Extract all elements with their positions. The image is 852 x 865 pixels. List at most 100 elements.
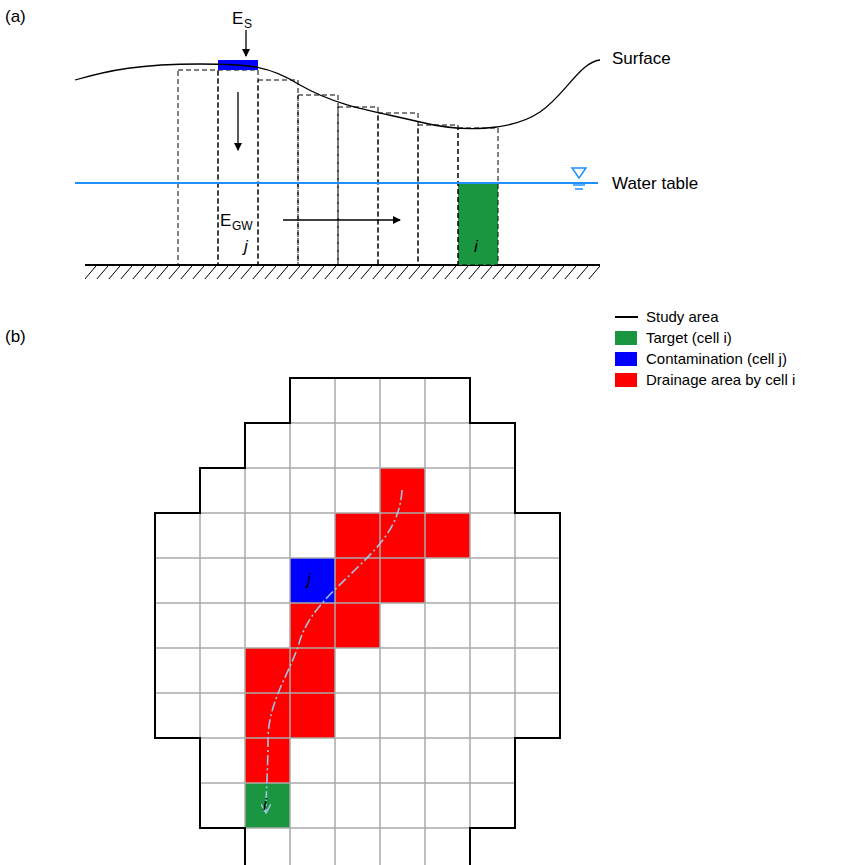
cell-label: j: [307, 571, 311, 588]
legend-swatch: [615, 373, 637, 387]
grid-cell: [335, 468, 380, 513]
grid-cell: [290, 378, 335, 423]
grid-cell: [425, 693, 470, 738]
grid-cell: [380, 738, 425, 783]
grid-cell: [245, 783, 290, 828]
grid-cell: [380, 423, 425, 468]
panel-label: (b): [5, 328, 26, 345]
grid-cell: [380, 513, 425, 558]
grid-cell: [290, 648, 335, 693]
grid-cell: [290, 468, 335, 513]
grid-cell: [335, 693, 380, 738]
grid-cell: [290, 738, 335, 783]
water-table-label: Water table: [612, 175, 698, 192]
cell-label: j: [244, 238, 248, 255]
grid-cell: [245, 558, 290, 603]
grid-cell: [290, 693, 335, 738]
surface-line: [75, 60, 600, 129]
water-table-line: [75, 182, 598, 184]
legend-swatch: [615, 331, 637, 345]
grid-cell: [515, 693, 560, 738]
grid-cell: [155, 558, 200, 603]
grid-cell: [425, 558, 470, 603]
grid-cell: [335, 423, 380, 468]
grid-cell: [470, 648, 515, 693]
grid-cell: [155, 513, 200, 558]
grid-cell: [200, 693, 245, 738]
grid-cell: [380, 558, 425, 603]
grid-cell: [290, 783, 335, 828]
groundwater-arrow: [283, 219, 400, 220]
grid-cell: [425, 423, 470, 468]
grid-cell: [380, 693, 425, 738]
percolation-arrow: [237, 92, 238, 150]
grid-cell: [245, 468, 290, 513]
grid-cell: [290, 828, 335, 865]
grid-cell: [200, 783, 245, 828]
ground-hatch: [85, 265, 600, 279]
grid-cell: [245, 648, 290, 693]
symbol-subscript: GW: [232, 220, 253, 232]
grid-cell: [425, 738, 470, 783]
grid-cell: [425, 828, 470, 865]
cell-columns: [178, 70, 498, 265]
flow-path: [266, 490, 402, 812]
study-area-outline: [155, 378, 560, 865]
grid-cell: [335, 738, 380, 783]
grid-cell: [290, 693, 335, 738]
cell-label: i: [474, 238, 478, 255]
grid-cell: [335, 558, 380, 603]
cell-label: i: [263, 796, 267, 813]
grid-cell: [425, 378, 470, 423]
panel-label: (a): [5, 8, 26, 25]
grid-cell: [245, 423, 290, 468]
grid-cell: [515, 558, 560, 603]
grid-cell: [470, 558, 515, 603]
grid-cell: [335, 603, 380, 648]
grid-cell: [245, 513, 290, 558]
legend-text: Study area: [646, 309, 719, 324]
grid-cell: [425, 648, 470, 693]
grid-cell: [245, 693, 290, 738]
grid-cell: [470, 783, 515, 828]
legend-text: Drainage area by cell i: [646, 372, 795, 387]
grid-cell: [245, 648, 290, 693]
grid-cells: [245, 468, 470, 828]
grid-cell: [380, 603, 425, 648]
grid-cell: [470, 693, 515, 738]
grid-cell: [380, 558, 425, 603]
grid-cell: [515, 648, 560, 693]
grid-cell: [335, 648, 380, 693]
grid-cell: [470, 468, 515, 513]
grid-cell: [200, 738, 245, 783]
grid-cell: [200, 648, 245, 693]
grid-cell: [470, 423, 515, 468]
grid-cell: [470, 738, 515, 783]
grid-cell: [470, 603, 515, 648]
grid-cell: [425, 603, 470, 648]
grid-cell: [200, 513, 245, 558]
grid-cell: [380, 378, 425, 423]
grid-cell: [335, 603, 380, 648]
grid-cell: [380, 783, 425, 828]
grid-cell: [290, 603, 335, 648]
legend-swatch: [615, 352, 637, 366]
surface-label: Surface: [612, 50, 671, 67]
symbol-label: E: [220, 212, 231, 229]
grid-cell: [245, 693, 290, 738]
target-cell: [458, 183, 498, 265]
grid-cell: [380, 828, 425, 865]
grid-cell: [470, 513, 515, 558]
legend-text: Target (cell i): [646, 330, 732, 345]
grid-cell: [515, 603, 560, 648]
grid-cell: [380, 648, 425, 693]
grid-cell: [200, 468, 245, 513]
symbol-subscript: S: [244, 18, 252, 30]
grid-cell: [335, 378, 380, 423]
grid-cell: [335, 828, 380, 865]
grid-cell: [155, 603, 200, 648]
grid-cell: [200, 603, 245, 648]
grid-cell: [245, 783, 290, 828]
grid-cell: [425, 783, 470, 828]
